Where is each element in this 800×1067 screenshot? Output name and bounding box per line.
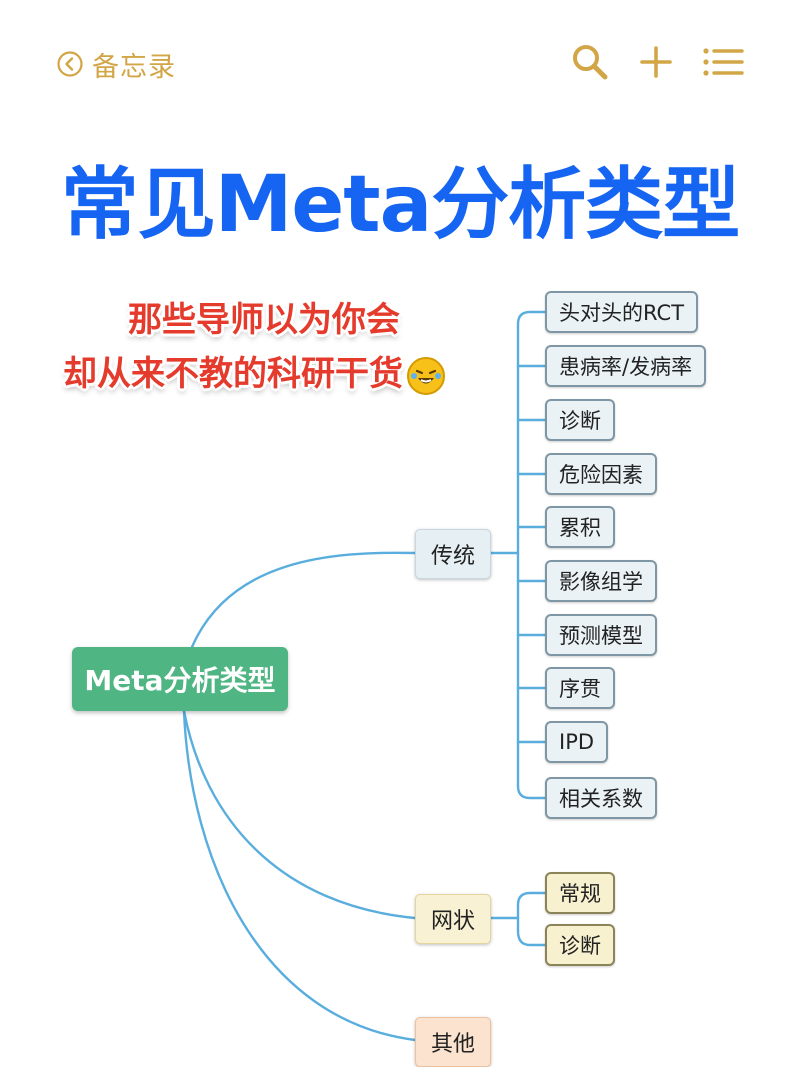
leaf-cumulative: 累积	[545, 506, 615, 548]
leaf-prediction-model: 预测模型	[545, 614, 657, 656]
back-button[interactable]: 备忘录	[56, 44, 176, 84]
subtitle-line-1: 那些导师以为你会	[128, 300, 400, 340]
subtitle-line-2-wrapper: 却从来不教的科研干货	[24, 350, 484, 398]
page-title: 常见Meta分析类型	[60, 160, 740, 250]
branch-other: 其他	[415, 1017, 491, 1067]
leaf-network-diagnosis: 诊断	[545, 924, 615, 966]
leaf-sequential: 序贯	[545, 667, 615, 709]
list-icon[interactable]	[700, 40, 744, 84]
top-bar: 备忘录	[0, 0, 800, 120]
leaf-risk-factors: 危险因素	[545, 453, 657, 495]
leaf-radiomics: 影像组学	[545, 560, 657, 602]
subtitle-line-2: 却从来不教的科研干货	[63, 354, 403, 394]
mindmap-root-node: Meta分析类型	[72, 647, 288, 711]
leaf-network-conventional: 常规	[545, 872, 615, 914]
laughing-emoji-icon	[407, 356, 445, 395]
branch-traditional: 传统	[415, 529, 491, 579]
back-label: 备忘录	[92, 51, 176, 83]
connector-root-to-other	[182, 709, 417, 1042]
back-chevron-icon	[57, 51, 83, 77]
connector-root-to-network	[182, 709, 417, 920]
leaf-correlation-coefficient: 相关系数	[545, 777, 657, 819]
branch-network: 网状	[415, 894, 491, 944]
leaf-prevalence-incidence: 患病率/发病率	[545, 345, 707, 387]
connector-root-to-traditional	[190, 551, 417, 649]
plus-icon[interactable]	[634, 40, 678, 84]
leaf-head-to-head-rct: 头对头的RCT	[545, 291, 699, 333]
leaf-diagnosis: 诊断	[545, 399, 615, 441]
leaf-ipd: IPD	[545, 721, 609, 763]
search-icon[interactable]	[568, 40, 612, 84]
